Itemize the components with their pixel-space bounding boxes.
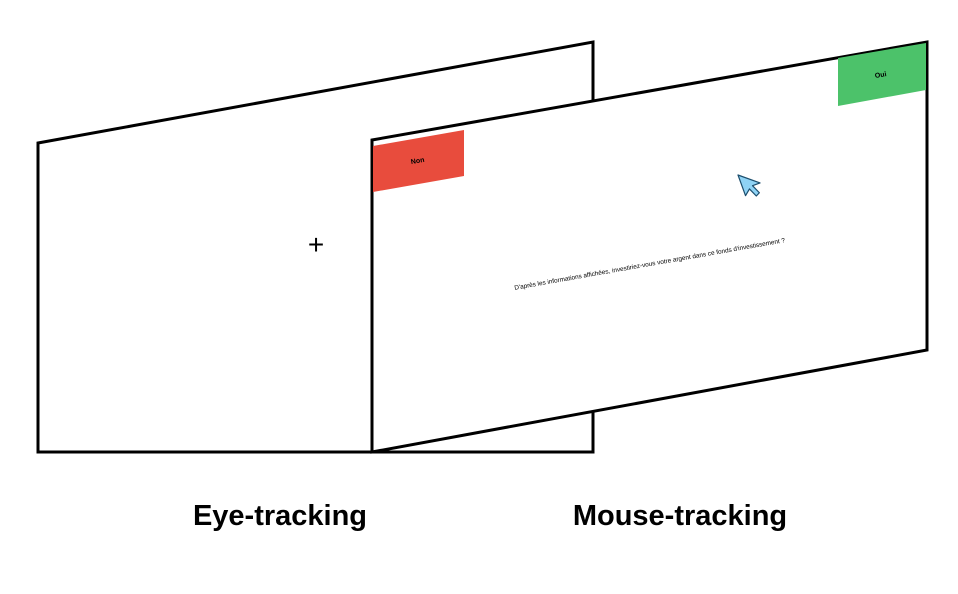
no-button[interactable] (373, 130, 464, 192)
fixation-cross: + (308, 229, 324, 260)
yes-button[interactable] (838, 43, 926, 106)
arrow-cursor-icon (737, 174, 761, 197)
no-button-label: Non (410, 157, 425, 166)
mouse-tracking-screen-frame (370, 40, 929, 454)
yes-button-label: Oui (874, 71, 887, 80)
mouse-tracking-caption: Mouse-tracking (572, 500, 788, 532)
mouse-tracking-screen: Non Oui D'après les informations affiché… (370, 40, 929, 454)
eye-tracking-caption: Eye-tracking (192, 500, 368, 532)
